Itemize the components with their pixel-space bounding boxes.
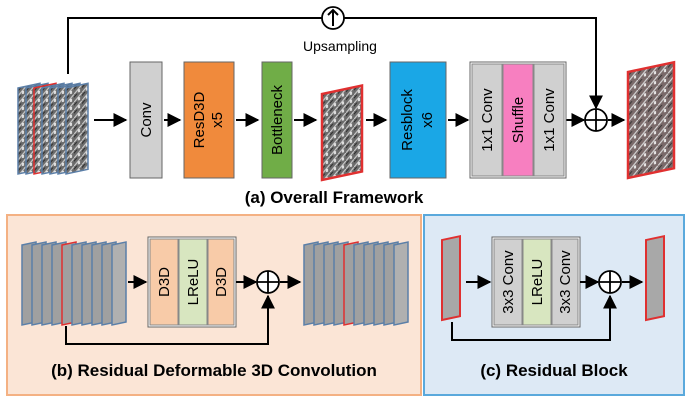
conv1x1-label-a: 1x1 Conv [479, 88, 496, 152]
intermediate-feature-image [320, 83, 364, 182]
lrelu-label-b: LReLU [185, 259, 202, 306]
shuffle-label: Shuffle [510, 97, 527, 143]
conv3x3-label-a: 3x3 Conv [500, 250, 517, 314]
lrelu-block-b [178, 238, 208, 326]
conv3x3-block-b [551, 238, 579, 326]
d3d-label-a: D3D [156, 267, 173, 297]
d3d-block-a [149, 238, 179, 326]
conv-label: Conv [138, 102, 155, 138]
panel-b-caption: (b) Residual Deformable 3D Convolution [51, 361, 377, 380]
conv1x1-block-a [471, 63, 503, 177]
resd3d-label: ResD3D [191, 91, 208, 148]
conv1x1-block-b [533, 63, 565, 177]
bottleneck-label: Bottleneck [269, 84, 286, 155]
lrelu-block-c [522, 238, 552, 326]
panel-b: D3D LReLU D3D (b) Residual Deformable 3D… [6, 214, 422, 396]
resd3d-block [183, 61, 235, 179]
panel-c-sum-node [598, 270, 622, 294]
overall-framework-panel: Upsampling Conv ResD3D x5 Bottleneck Res… [17, 6, 676, 207]
conv3x3-label-b: 3x3 Conv [557, 250, 574, 314]
panel-b-output-stack [303, 241, 409, 326]
panel-b-input-stack [21, 241, 127, 326]
panel-b-sum-node [256, 270, 280, 294]
skip-line-right [344, 17, 603, 110]
panel-c-caption: (c) Residual Block [480, 361, 628, 380]
panel-c-skip [451, 294, 617, 341]
bottleneck-block [261, 61, 293, 179]
resblock-block [389, 61, 447, 179]
panel-c-output-feature [645, 234, 665, 322]
panel-c: 3x3 Conv LReLU 3x3 Conv (c) Residual Blo… [423, 214, 685, 396]
conv1x1-label-b: 1x1 Conv [541, 88, 558, 152]
skip-line-left [67, 17, 322, 74]
conv-block [129, 61, 163, 179]
resd3d-repeat: x5 [209, 112, 226, 128]
up-arrow-icon [327, 8, 339, 26]
d3d-block-b [207, 238, 235, 326]
overall-caption: (a) Overall Framework [245, 188, 424, 207]
panel-c-input-feature [441, 234, 461, 322]
panel-b-skip [65, 294, 275, 345]
input-frame-stack [17, 82, 89, 175]
conv3x3-block-a [493, 238, 523, 326]
shuffle-block [502, 63, 534, 177]
resblock-label: Resblock [399, 89, 416, 151]
upsampling-label: Upsampling [303, 38, 377, 54]
d3d-label-b: D3D [213, 267, 230, 297]
output-hr-image [626, 60, 676, 180]
sum-node [584, 108, 608, 132]
resblock-repeat: x6 [419, 112, 436, 128]
lrelu-label-c: LReLU [529, 259, 546, 306]
